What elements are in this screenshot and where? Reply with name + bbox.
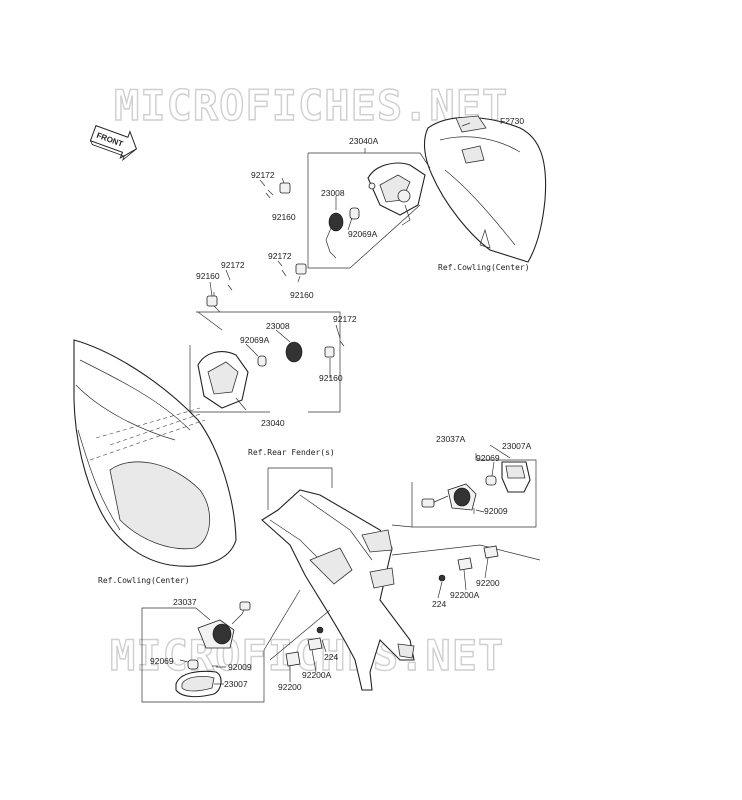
label-92160: 92160	[319, 373, 343, 383]
label-92172: 92172	[221, 260, 245, 270]
label-92069: 92069	[476, 453, 500, 463]
signal-lamp-upper	[367, 162, 426, 226]
signal-lamp-right	[421, 461, 531, 514]
label-92160: 92160	[290, 290, 314, 300]
label-23007a: 23007A	[502, 441, 532, 451]
watermark-bottom: MICROFICHES.NET	[110, 631, 504, 680]
signal-lamp-bottom	[175, 601, 251, 698]
signal-lamp-middle	[197, 284, 345, 411]
ref-cowling-center-top: Ref.Cowling(Center)	[438, 263, 530, 272]
label-92009: 92009	[228, 662, 252, 672]
label-92009: 92009	[484, 506, 508, 516]
front-arrow-icon: FRONT	[89, 125, 138, 162]
grommet-icon	[279, 182, 291, 194]
ref-cowling-center-left: Ref.Cowling(Center)	[98, 576, 190, 585]
label-92069a: 92069A	[348, 229, 378, 239]
label-23040a: 23040A	[349, 136, 379, 146]
label-23040: 23040	[261, 418, 285, 428]
label-23008: 23008	[321, 188, 345, 198]
socket-upper	[325, 207, 360, 259]
label-23007: 23007	[224, 679, 248, 689]
label-23008: 23008	[266, 321, 290, 331]
label-f2730: F2730	[500, 116, 524, 126]
label-92160: 92160	[272, 212, 296, 222]
label-23037a: 23037A	[436, 434, 466, 444]
cowling-center-upper	[423, 115, 547, 263]
label-92200a: 92200A	[450, 590, 480, 600]
label-92200: 92200	[476, 578, 500, 588]
label-92160: 92160	[196, 271, 220, 281]
label-92172: 92172	[333, 314, 357, 324]
ref-rear-fender: Ref.Rear Fender(s)	[248, 448, 335, 457]
rear-fender	[261, 489, 415, 691]
label-224: 224	[324, 652, 338, 662]
label-92200a: 92200A	[302, 670, 332, 680]
grommet-icon	[295, 263, 307, 275]
label-23037: 23037	[173, 597, 197, 607]
label-92200: 92200	[278, 682, 302, 692]
cowling-center-left	[73, 339, 237, 567]
label-92172: 92172	[251, 170, 275, 180]
label-224: 224	[432, 599, 446, 609]
label-92069a: 92069A	[240, 335, 270, 345]
label-92172: 92172	[268, 251, 292, 261]
label-92069: 92069	[150, 656, 174, 666]
